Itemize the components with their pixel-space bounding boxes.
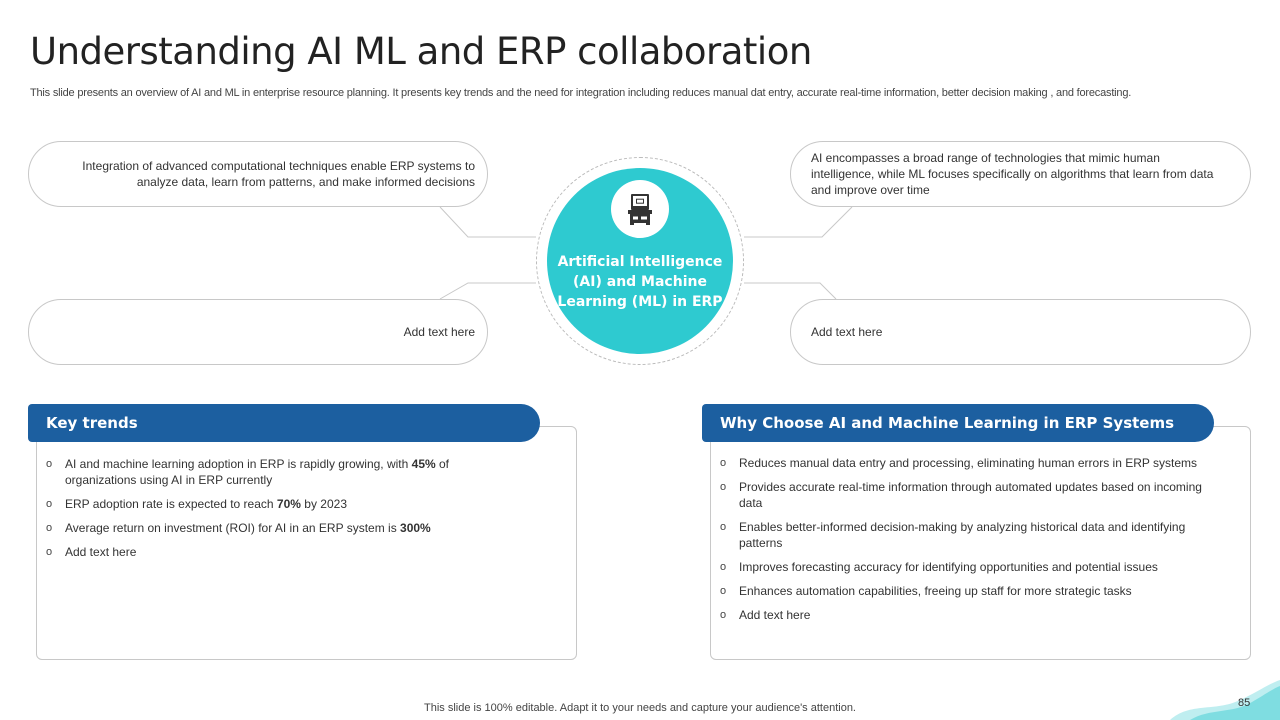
bullet-icon: o: [720, 585, 727, 597]
hub-dashed-ring: [536, 157, 744, 365]
slide-subtitle: This slide presents an overview of AI an…: [30, 87, 1132, 99]
ai-chip-icon: [611, 180, 669, 238]
bullet-icon: o: [720, 457, 727, 469]
bullet-icon: o: [46, 546, 53, 558]
bullet-icon: o: [720, 561, 727, 573]
hub-label: Artificial Intelligence (AI) and Machine…: [557, 254, 723, 310]
hub-circle: Artificial Intelligence (AI) and Machine…: [547, 168, 733, 354]
corner-wave-decoration: [1170, 680, 1280, 720]
pill-top-left-text: Integration of advanced computational te…: [82, 159, 475, 189]
key-trends-box: [36, 426, 577, 660]
pill-bottom-left-text: Add text here: [403, 325, 475, 339]
pill-top-left: Integration of advanced computational te…: [28, 141, 488, 207]
slide-footer: This slide is 100% editable. Adapt it to…: [424, 702, 856, 714]
pill-bottom-left: Add text here: [28, 299, 488, 365]
key-trends-header: Key trends: [28, 404, 540, 442]
bullet-icon: o: [46, 458, 53, 470]
why-choose-box: [710, 426, 1251, 660]
pill-bottom-right-text: Add text here: [811, 325, 883, 339]
slide-title: Understanding AI ML and ERP collaboratio…: [30, 30, 812, 73]
pill-top-right-text: AI encompasses a broad range of technolo…: [811, 151, 1214, 197]
pill-top-right: AI encompasses a broad range of technolo…: [790, 141, 1251, 207]
bullet-icon: o: [46, 522, 53, 534]
pill-bottom-right: Add text here: [790, 299, 1251, 365]
why-choose-header: Why Choose AI and Machine Learning in ER…: [702, 404, 1214, 442]
bullet-icon: o: [720, 609, 727, 621]
bullet-icon: o: [720, 481, 727, 493]
bullet-icon: o: [46, 498, 53, 510]
bullet-icon: o: [720, 521, 727, 533]
page-number: 85: [1238, 697, 1251, 709]
